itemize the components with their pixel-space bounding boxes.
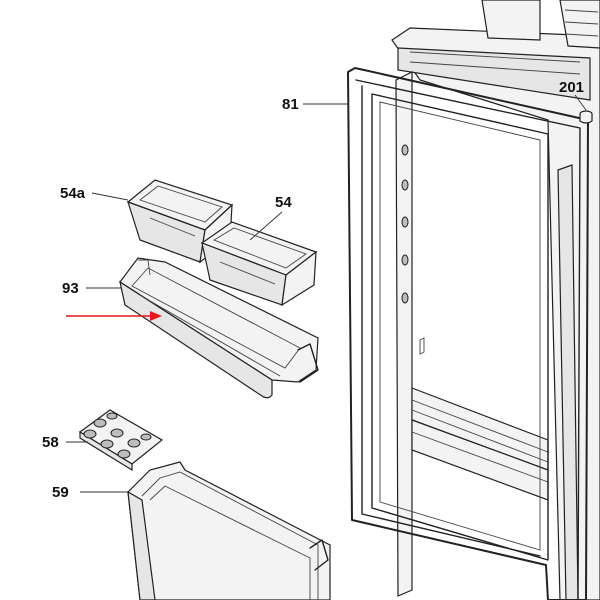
shelf-mount-hole [401,144,409,304]
indicator-arrow [66,311,162,321]
label-bottle-shelf: 59 [52,484,69,501]
egg-tray [78,409,164,472]
label-box: 54 [275,194,292,211]
label-small-box: 54a [60,185,86,202]
bottle-shelf [127,461,331,600]
label-egg-tray: 58 [42,434,59,451]
label-door-plug: 201 [559,79,584,96]
label-shelf: 93 [62,280,79,297]
box [200,221,318,307]
door-gasket [347,67,589,600]
egg-cup [83,412,152,459]
label-door-gasket: 81 [282,96,299,113]
door-inner-panel [391,0,600,600]
door-shelf [119,257,319,399]
door-plug [579,110,593,124]
leader-lines [66,94,587,493]
